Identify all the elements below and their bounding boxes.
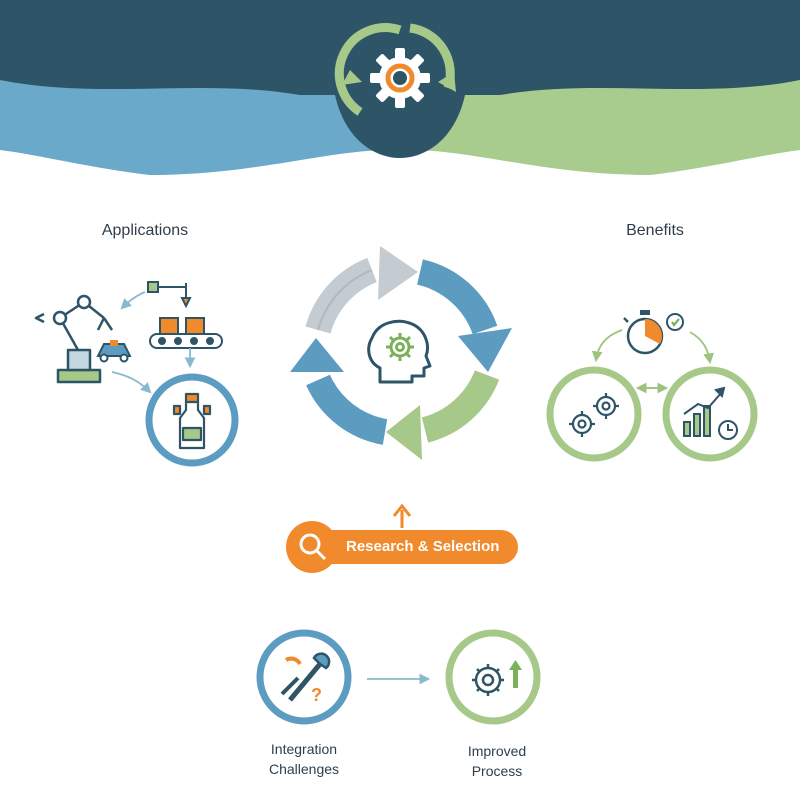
gantry-icon [147,281,192,309]
cycle-arrow-blue-right [416,259,498,335]
bottle-icon [145,373,239,467]
header-banner [0,0,800,178]
gears-icon [546,366,642,462]
search-icon [299,533,327,561]
cycle-arrow-gray [305,257,378,334]
improved-process-label: Improved Process [437,741,557,781]
applications-illustration [34,281,239,467]
robot-arm-icon [34,294,114,384]
gear-up-arrow-icon [445,629,541,725]
wrench-screwdriver-icon: ? [256,629,352,725]
conveyor-icon [149,317,223,349]
banner-navy-top [0,0,800,95]
improved-line2: Process [471,763,523,779]
research-selection-label: Research & Selection [346,538,500,555]
head-gear-icon [367,319,432,384]
integration-line2: Challenges [268,761,340,777]
svg-text:?: ? [311,685,322,705]
banner-blue-wave [0,78,400,175]
banner-green-wave [400,78,800,175]
header-gear-cycle-icon [334,23,456,116]
bottom-flow: ? [256,629,541,725]
integration-line1: Integration [270,741,338,757]
stopwatch-icon [623,310,684,355]
integration-challenges-label: Integration Challenges [244,739,364,779]
applications-title: Applications [101,222,189,239]
research-selection-pill [286,503,518,573]
cycle-arrow-green [421,369,500,443]
central-cycle [290,246,512,460]
benefits-illustration [546,310,758,462]
cycle-arrow-blue-left [306,374,388,445]
car-icon [96,340,132,363]
improved-line1: Improved [467,743,527,759]
growth-chart-icon [662,366,758,462]
benefits-title: Benefits [626,222,684,239]
